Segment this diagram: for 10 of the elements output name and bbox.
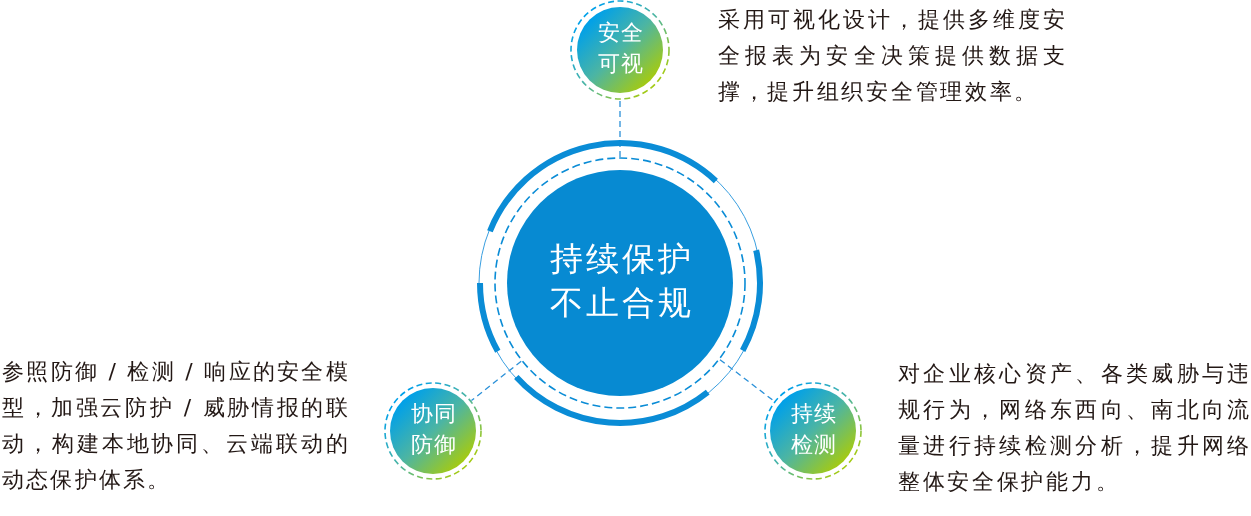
connector-line [719,359,775,402]
badge-label: 持续检测 [789,400,838,459]
description-text: 对企业核心资产、各类威胁与违规行为，网络东西向、南北向流量进行持续检测分析，提升网络整体安全保护能力。 [898,360,1251,496]
description-text: 采用可视化设计，提供多维度安全报表为安全决策提供数据支撑，提升组织安全管理效率。 [718,6,1068,106]
connector-line [619,99,621,158]
center-title: 持续保护不止合规 [548,238,695,324]
badge-label: 协同防御 [409,400,458,459]
badge-label: 安全可视 [596,19,645,78]
connector-line [470,360,522,402]
description-text: 参照防御 / 检测 / 响应的安全模型，加强云防护 / 威胁情报的联动，构建本地协同、云端联动的动态保护体系。 [2,358,350,494]
